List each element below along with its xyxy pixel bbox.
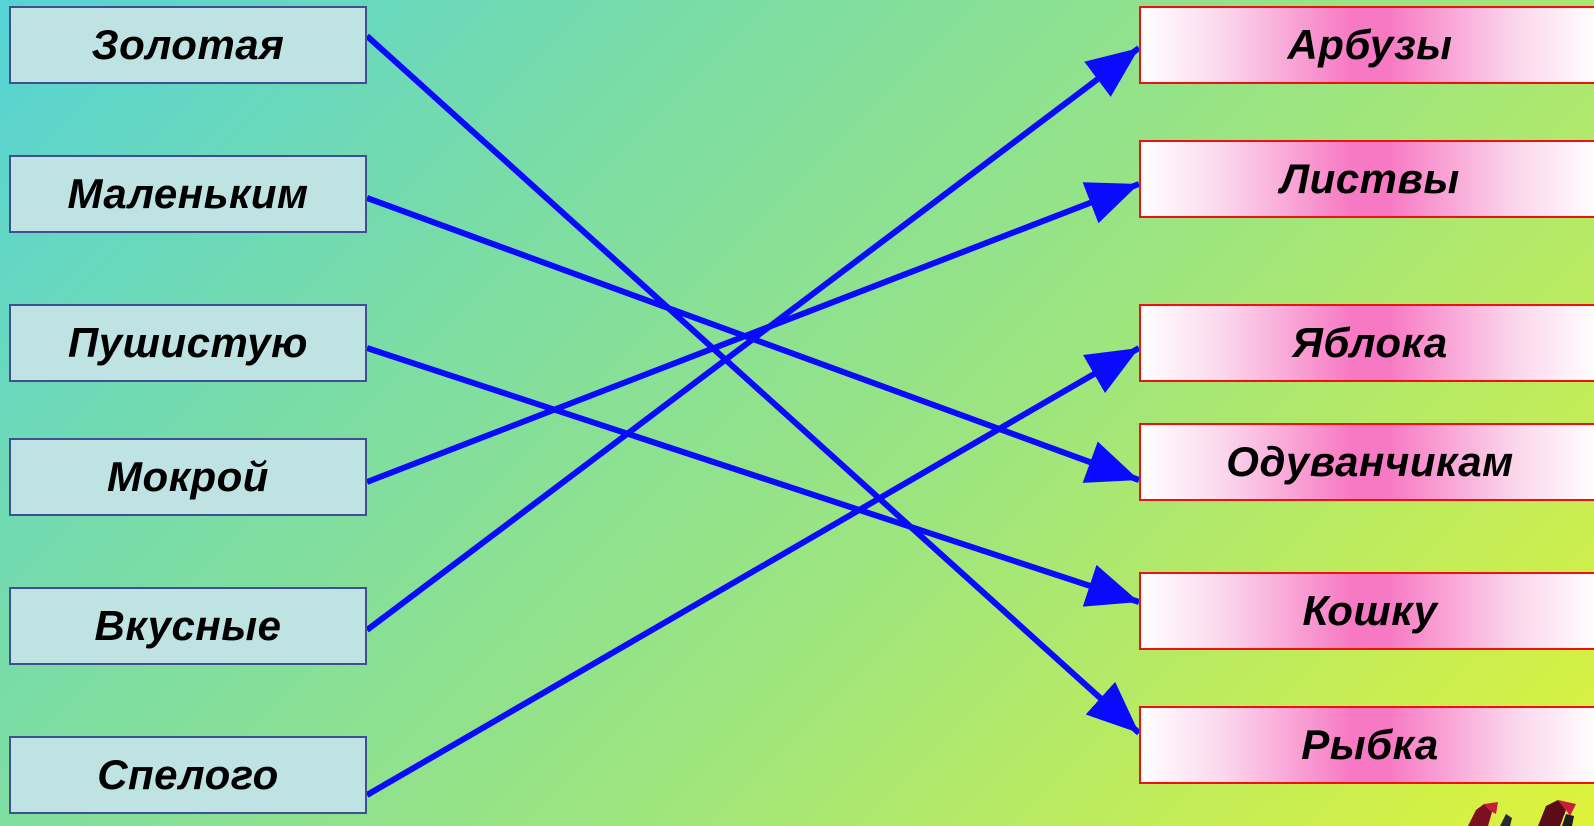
left-word-label: Мокрой [107,453,269,500]
right-word-koshku[interactable]: Кошку [1139,572,1594,650]
right-word-yabloka[interactable]: Яблока [1139,304,1594,382]
right-word-label: Яблока [1292,319,1448,366]
left-word-spelogo[interactable]: Спелого [9,736,367,814]
left-word-zolotaya[interactable]: Золотая [9,6,367,84]
right-word-oduvanchikam[interactable]: Одуванчикам [1139,423,1594,501]
left-word-malenkim[interactable]: Маленьким [9,155,367,233]
right-word-label: Листвы [1280,155,1460,202]
connector-arrow-2 [365,195,1141,483]
right-word-label: Рыбка [1301,721,1439,768]
left-word-label: Маленьким [67,170,309,217]
connector-arrow-3 [366,345,1140,607]
left-word-vkusnye[interactable]: Вкусные [9,587,367,665]
left-word-label: Вкусные [94,602,282,649]
right-word-arbuzy[interactable]: Арбузы [1139,6,1594,84]
connector-arrow-1 [364,33,1142,736]
right-word-label: Арбузы [1287,21,1453,68]
right-word-label: Кошку [1302,587,1438,634]
left-word-mokroy[interactable]: Мокрой [9,438,367,516]
left-word-label: Золотая [91,21,285,68]
connector-arrow-4 [365,181,1141,485]
right-word-label: Одуванчикам [1226,438,1514,485]
left-word-label: Пушистую [68,319,308,366]
right-word-rybka[interactable]: Рыбка [1139,706,1594,784]
left-word-pushistuyu[interactable]: Пушистую [9,304,367,382]
connector-arrow-5 [365,45,1141,633]
butterfly-icon [1468,800,1576,826]
connector-arrow-6 [365,345,1141,798]
right-word-listvy[interactable]: Листвы [1139,140,1594,218]
left-word-label: Спелого [97,751,279,798]
